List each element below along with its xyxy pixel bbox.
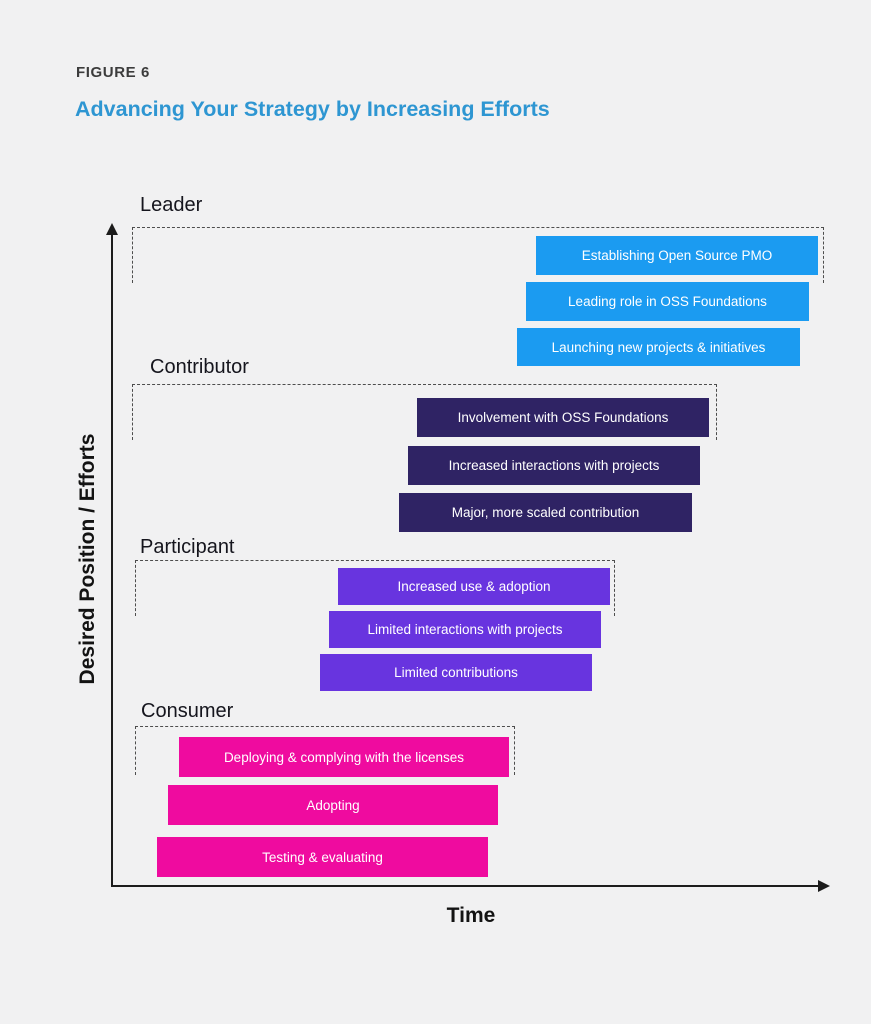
y-axis-line xyxy=(111,232,113,887)
bar-adopting: Adopting xyxy=(168,785,498,825)
bar-major-more-scaled-contribution: Major, more scaled contribution xyxy=(399,493,692,532)
bar-establishing-open-source-pmo: Establishing Open Source PMO xyxy=(536,236,818,275)
bar-limited-interactions-with-projects: Limited interactions with projects xyxy=(329,611,601,648)
bar-launching-new-projects-initiatives: Launching new projects & initiatives xyxy=(517,328,800,366)
bar-increased-interactions-with-projects: Increased interactions with projects xyxy=(408,446,700,485)
level-label-leader: Leader xyxy=(140,194,203,216)
figure-title: Advancing Your Strategy by Increasing Ef… xyxy=(75,97,550,121)
x-axis-line xyxy=(111,885,819,887)
bar-leading-role-in-oss-foundations: Leading role in OSS Foundations xyxy=(526,282,809,321)
bar-limited-contributions: Limited contributions xyxy=(320,654,592,691)
level-label-contributor: Contributor xyxy=(150,356,249,378)
y-axis-arrow-up-icon xyxy=(106,223,118,235)
bar-testing-evaluating: Testing & evaluating xyxy=(157,837,488,877)
x-axis-label: Time xyxy=(446,904,496,927)
bar-increased-use-adoption: Increased use & adoption xyxy=(338,568,610,605)
level-dashed-box-consumer xyxy=(135,726,515,775)
level-dashed-box-contributor xyxy=(132,384,717,440)
level-label-consumer: Consumer xyxy=(141,700,234,722)
bar-involvement-with-oss-foundations: Involvement with OSS Foundations xyxy=(417,398,709,437)
bar-deploying-complying-with-licenses: Deploying & complying with the licenses xyxy=(179,737,509,777)
figure-number-label: FIGURE 6 xyxy=(76,64,150,81)
x-axis-arrow-right-icon xyxy=(818,880,830,892)
level-dashed-box-leader xyxy=(132,227,824,283)
y-axis-label: Desired Position / Efforts xyxy=(76,433,99,685)
level-dashed-box-participant xyxy=(135,560,615,616)
level-label-participant: Participant xyxy=(140,536,235,558)
